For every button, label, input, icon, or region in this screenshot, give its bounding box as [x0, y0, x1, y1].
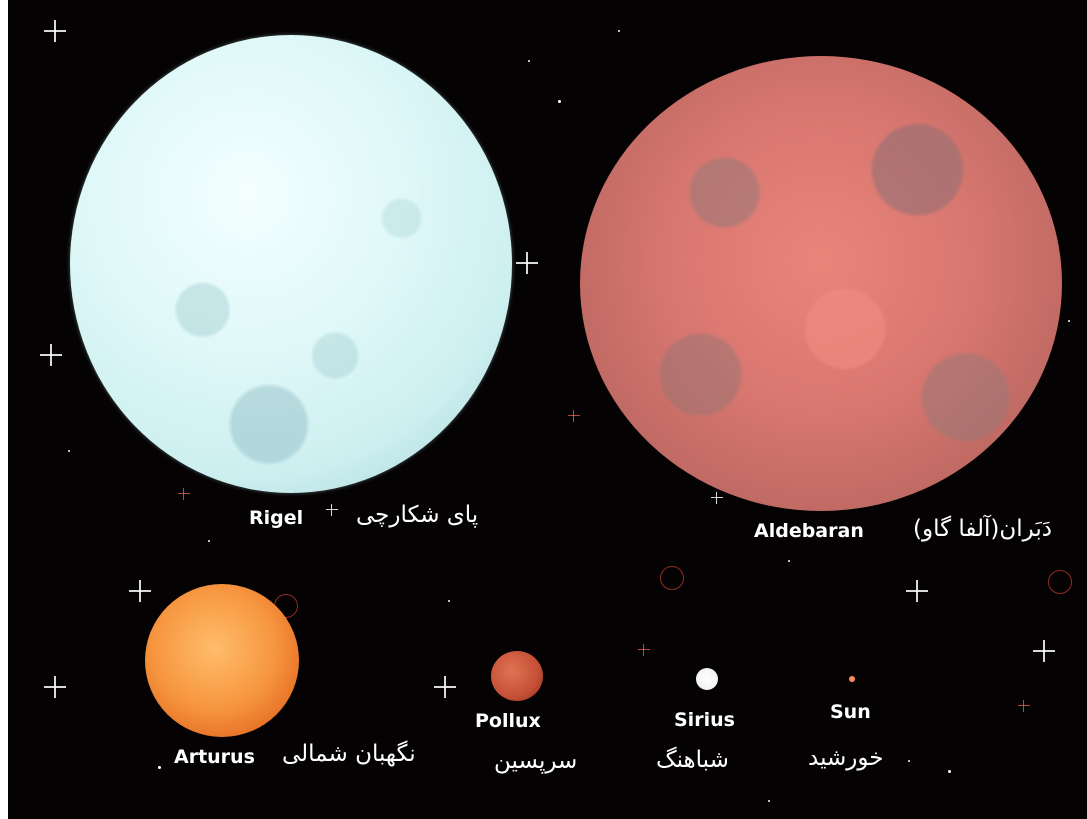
background-star: [326, 504, 338, 516]
pollux-label-en: Pollux: [475, 710, 541, 732]
background-star: [638, 644, 650, 656]
arturus-label-fa: نگهبان شمالی: [282, 741, 416, 767]
sirius-label-en: Sirius: [674, 709, 735, 731]
background-star: [711, 492, 723, 504]
background-star: [516, 252, 538, 274]
arturus-label-en: Arturus: [174, 746, 255, 768]
star-size-comparison-scene: Rigel پای شکارچی Aldebaran دَبَران(آلفا …: [8, 0, 1087, 819]
aldebaran-label-en: Aldebaran: [754, 520, 864, 542]
arturus-star: [145, 584, 299, 737]
background-star: [1018, 700, 1030, 712]
background-star: [40, 344, 62, 366]
sun-star: [849, 676, 855, 682]
rigel-label-en: Rigel: [249, 507, 304, 529]
sun-label-fa: خورشید: [808, 745, 884, 771]
background-star: [788, 560, 790, 562]
sirius-label-fa: شباهنگ: [656, 747, 729, 773]
background-star: [948, 770, 951, 773]
background-star: [618, 30, 620, 32]
sun-label-en: Sun: [830, 701, 871, 723]
background-star: [908, 760, 910, 762]
background-star: [768, 800, 770, 802]
background-star: [448, 600, 450, 602]
rigel-label-fa: پای شکارچی: [356, 502, 479, 528]
rigel-surface-texture: [70, 35, 512, 493]
sirius-star: [696, 668, 718, 690]
background-star: [178, 488, 190, 500]
background-star: [44, 676, 66, 698]
background-star: [568, 410, 580, 422]
rigel-star: [70, 35, 512, 493]
pollux-star: [491, 651, 543, 701]
background-star: [1068, 320, 1070, 322]
aldebaran-star: [580, 56, 1062, 511]
background-star: [906, 580, 928, 602]
background-star: [1033, 640, 1055, 662]
background-star: [558, 100, 561, 103]
background-star: [660, 566, 684, 590]
background-star: [434, 676, 456, 698]
background-star: [528, 60, 530, 62]
background-star: [44, 20, 66, 42]
aldebaran-label-fa: دَبَران(آلفا گاو): [913, 516, 1052, 542]
background-star: [68, 450, 70, 452]
background-star: [208, 540, 210, 542]
background-star: [129, 580, 151, 602]
background-star: [1048, 570, 1072, 594]
pollux-label-fa: سرپسین: [494, 748, 578, 774]
background-star: [158, 766, 161, 769]
